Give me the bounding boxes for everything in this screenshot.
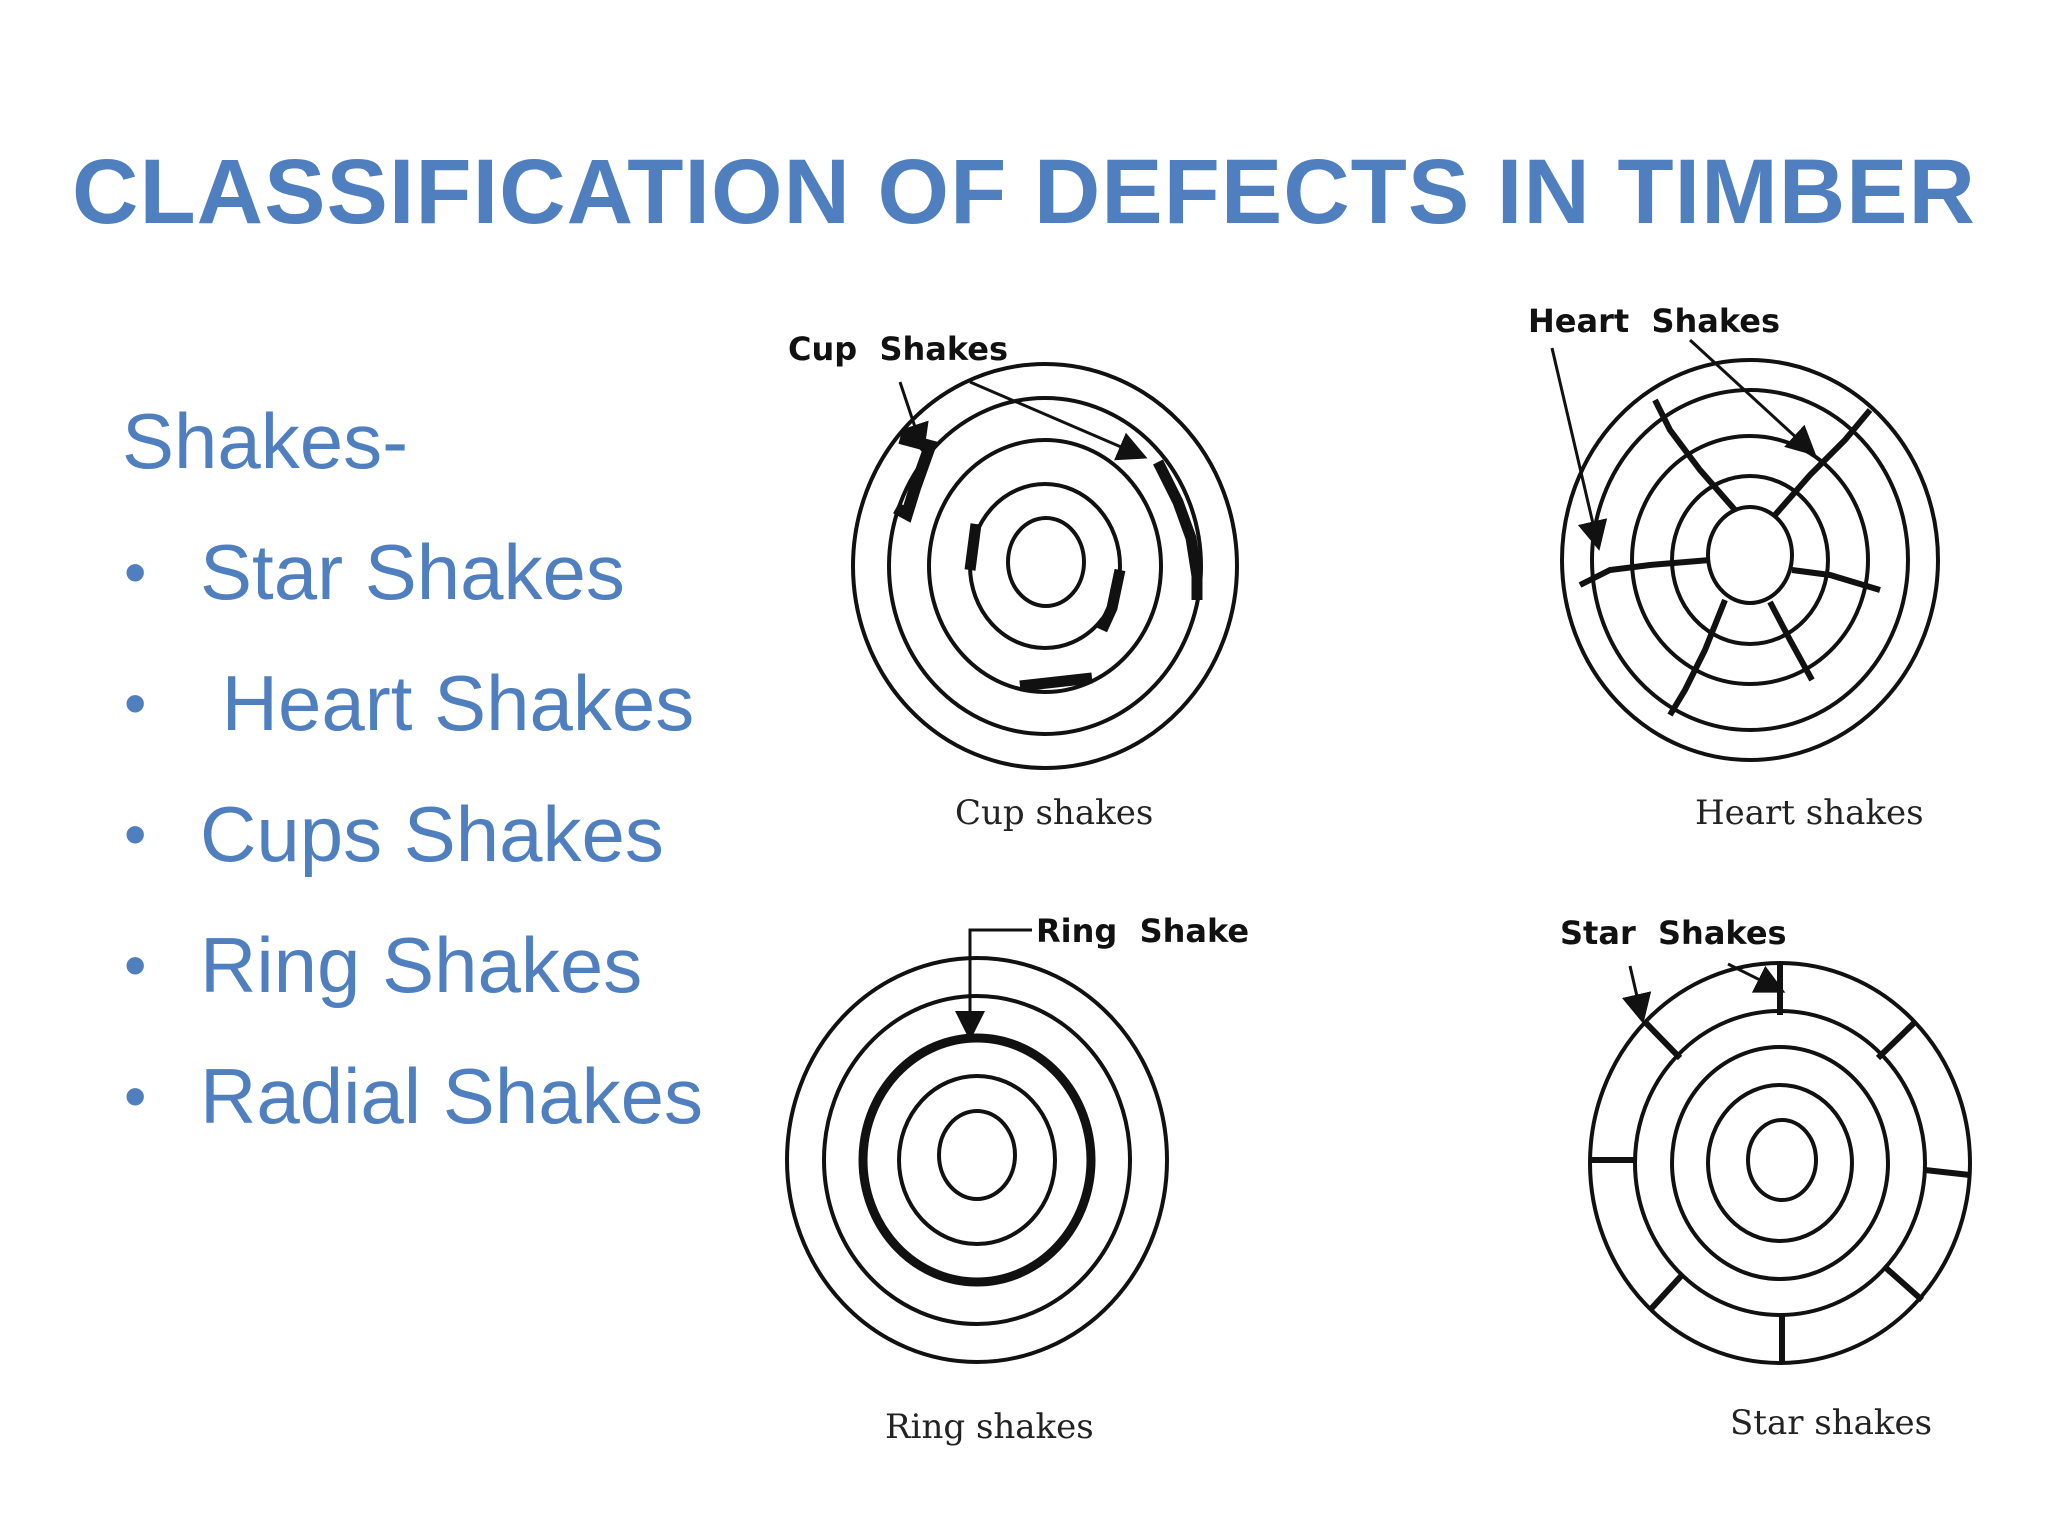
star-shake-crack	[1647, 1272, 1685, 1313]
heart-shakes-figure	[1550, 338, 1940, 762]
cup-callout-arrow	[898, 381, 929, 454]
bullet-icon: •	[124, 929, 147, 1001]
list-item-label: Ring Shakes	[200, 921, 643, 1009]
star-pith	[1746, 1118, 1818, 1202]
star-shake-crack	[1642, 1019, 1683, 1061]
bullet-icon: •	[124, 667, 147, 739]
cup-shake-mark	[1019, 672, 1093, 692]
list-item-label: Star Shakes	[200, 528, 625, 616]
cup-shake-mark	[964, 523, 982, 571]
cup-shakes-figure	[851, 362, 1239, 770]
star-caption: Star shakes	[1730, 1403, 1932, 1443]
bullet-icon: •	[124, 1060, 147, 1132]
star-ring-1	[1706, 1083, 1854, 1243]
heart-shake-crack	[1767, 600, 1815, 682]
star-callout-label: Star Shakes	[1560, 914, 1787, 952]
heart-ring-3	[1590, 388, 1910, 732]
heart-shake-crack	[1772, 408, 1873, 517]
list-item-cups-shakes: • Cups Shakes	[122, 769, 742, 900]
bullet-list: • Star Shakes • Heart Shakes • Cups Shakes…	[122, 507, 742, 1162]
list-item-star-shakes: • Star Shakes	[122, 507, 742, 638]
heart-pith	[1706, 505, 1794, 605]
star-shake-crack	[1924, 1167, 1971, 1178]
slide-title: CLASSIFICATION OF DEFECTS IN TIMBER	[72, 141, 1976, 243]
ring-pith	[937, 1109, 1017, 1201]
heart-ring-outer	[1560, 358, 1940, 762]
cup-ring-1	[968, 482, 1122, 650]
star-callout-arrow	[1621, 965, 1652, 1024]
ring-shakes-figure	[785, 928, 1169, 1364]
ring-ring-3	[822, 994, 1132, 1326]
heart-callout-label: Heart Shakes	[1528, 302, 1780, 340]
figure-panel: Cup Shakes Heart Shakes Ring Shake Star …	[750, 270, 2048, 1470]
list-item-heart-shakes: • Heart Shakes	[122, 638, 742, 769]
ring-ring-1	[897, 1074, 1057, 1246]
list-heading: Shakes-	[122, 397, 409, 485]
list-item-label: Radial Shakes	[200, 1052, 703, 1140]
star-shake-crack	[1875, 1019, 1918, 1061]
heart-callout-arrow	[1550, 347, 1608, 551]
ring-caption: Ring shakes	[885, 1407, 1094, 1447]
bullet-icon: •	[124, 798, 147, 870]
list-item-radial-shakes: • Radial Shakes	[122, 1031, 742, 1162]
ring-ring-outer	[785, 956, 1169, 1364]
cup-callout-label: Cup Shakes	[788, 330, 1008, 368]
bullet-list-panel: Shakes- • Star Shakes • Heart Shakes • Cup…	[122, 376, 742, 1162]
heart-callout-arrow	[1688, 338, 1817, 457]
cup-shake-mark	[1153, 459, 1203, 600]
cup-callout-arrow	[969, 380, 1148, 461]
heart-shake-crack	[1791, 567, 1881, 593]
cup-ring-outer	[851, 362, 1239, 770]
heart-ring-1	[1670, 474, 1830, 646]
heart-shake-crack	[1667, 598, 1728, 717]
star-callout-arrow	[1727, 962, 1786, 993]
bullet-icon: •	[124, 536, 147, 608]
heart-caption: Heart shakes	[1695, 793, 1924, 833]
cup-ring-2	[927, 438, 1163, 694]
cup-shake-mark	[1096, 568, 1126, 633]
cup-ring-3	[887, 396, 1203, 736]
star-shake-crack	[1884, 1265, 1924, 1303]
heart-ring-2	[1630, 434, 1870, 686]
list-item-label: Heart Shakes	[200, 659, 695, 747]
cup-pith	[1006, 516, 1086, 608]
list-item-label: Cups Shakes	[200, 790, 664, 878]
ring-callout-arrow	[955, 928, 1032, 1041]
heart-shake-crack	[1578, 557, 1711, 588]
ring-callout-label: Ring Shake	[1036, 912, 1249, 950]
star-ring-2	[1670, 1045, 1890, 1281]
shakes-diagram: Cup Shakes Heart Shakes Ring Shake Star …	[785, 302, 1972, 1447]
list-item-ring-shakes: • Ring Shakes	[122, 900, 742, 1031]
heart-shake-crack	[1652, 398, 1738, 512]
star-shakes-figure	[1588, 961, 1972, 1365]
cup-caption: Cup shakes	[955, 793, 1153, 833]
